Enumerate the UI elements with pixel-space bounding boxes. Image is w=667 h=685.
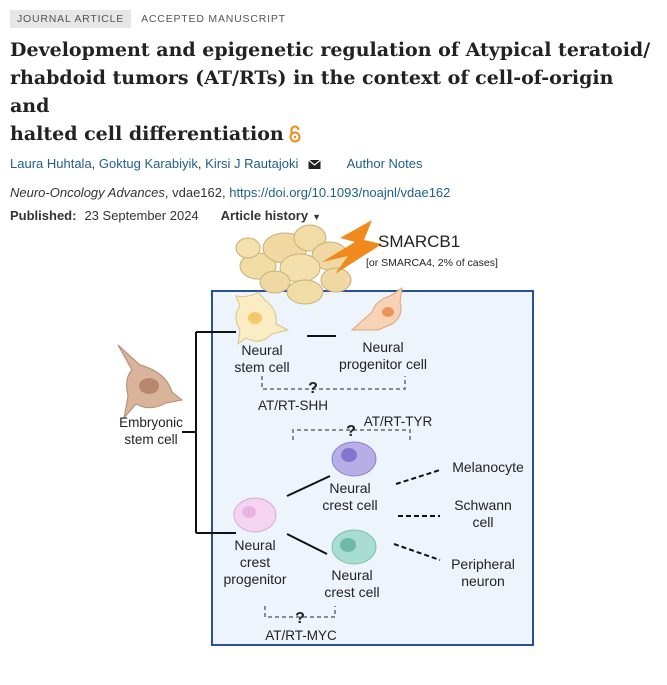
journal-name: Neuro-Oncology Advances [10, 185, 165, 200]
neural-crest-cell-label: crest cell [322, 497, 377, 513]
citation: Neuro-Oncology Advances, vdae162, https:… [10, 185, 655, 200]
graphical-abstract: SMARCB1 [or SMARCA4, 2% of cases] Embryo… [0, 200, 667, 680]
neural-crest-cell-label: Neural [329, 480, 370, 496]
melanocyte-label: Melanocyte [452, 459, 524, 475]
neural-crest-progenitor-label: crest [240, 554, 270, 570]
group-myc-label: AT/RT-MYC [265, 628, 337, 643]
author-link[interactable]: Kirsi J Rautajoki [205, 156, 299, 171]
schwann-cell-label: cell [472, 514, 493, 530]
chromatin-illustration [235, 224, 352, 305]
article-title: Development and epigenetic regulation of… [10, 36, 655, 148]
schwann-cell-label: Schwann [454, 497, 512, 513]
neural-stem-cell-illustration [235, 291, 290, 346]
caret-down-icon: ▼ [312, 212, 321, 222]
neural-progenitor-cell-illustration [350, 286, 403, 331]
doi-link[interactable]: https://doi.org/10.1093/noajnl/vdae162 [229, 185, 451, 200]
article-history-label: Article history [220, 208, 309, 223]
question-mark-icon: ? [308, 380, 318, 397]
published-date: 23 September 2024 [84, 208, 199, 223]
differentiation-dashed-line [393, 543, 441, 561]
title-line: rhabdoid tumors (AT/RTs) in the context … [10, 67, 614, 117]
author-separator: , [91, 156, 96, 171]
lightning-icon [322, 220, 382, 274]
question-mark-icon: ? [346, 423, 356, 440]
neural-progenitor-cell-label: Neural [362, 339, 403, 355]
journal-article-tag: JOURNAL ARTICLE [10, 10, 132, 28]
author-list: Laura Huhtala, Goktug Karabiyik, Kirsi J… [10, 156, 655, 173]
peripheral-neuron-label: neuron [461, 573, 505, 589]
neural-crest-cell-label: Neural [331, 567, 372, 583]
publication-info: Published: 23 September 2024 Article his… [10, 208, 655, 223]
author-notes-link[interactable]: Author Notes [346, 156, 423, 171]
neural-crest-cell-teal-illustration [331, 529, 377, 565]
embryonic-stem-cell-label: Embryonic [119, 415, 183, 430]
neural-crest-progenitor-label: Neural [234, 537, 275, 553]
published-label: Published: [10, 208, 77, 223]
author-link[interactable]: Goktug Karabiyik [98, 156, 198, 171]
article-tags: JOURNAL ARTICLE ACCEPTED MANUSCRIPT [10, 10, 655, 28]
author-separator: , [197, 156, 202, 171]
neural-stem-cell-label: stem cell [234, 359, 289, 375]
title-line: Development and epigenetic regulation of… [10, 39, 651, 61]
myc-dashed-bracket [264, 606, 336, 618]
group-tyr-label: AT/RT-TYR [364, 414, 433, 429]
connector-line [286, 533, 328, 555]
author-link[interactable]: Laura Huhtala [10, 156, 92, 171]
accepted-manuscript-tag: ACCEPTED MANUSCRIPT [141, 13, 286, 25]
figure-canvas: SMARCB1 [or SMARCA4, 2% of cases] Embryo… [117, 220, 534, 646]
connector-line [286, 475, 331, 497]
article-header: JOURNAL ARTICLE ACCEPTED MANUSCRIPT Deve… [10, 10, 655, 223]
neural-crest-progenitor-label: progenitor [223, 571, 286, 587]
neural-crest-cell-purple-illustration [331, 441, 377, 477]
group-shh-label: AT/RT-SHH [258, 398, 328, 413]
neural-stem-cell-label: Neural [241, 342, 282, 358]
volume-id: , vdae162, [164, 185, 230, 200]
gene-note: [or SMARCA4, 2% of cases] [366, 257, 498, 269]
embryonic-stem-cell-label: stem cell [124, 432, 177, 447]
gene-label: SMARCB1 [378, 232, 460, 251]
neural-progenitor-cell-label: progenitor cell [339, 356, 427, 372]
article-history-toggle[interactable]: Article history▼ [221, 208, 321, 223]
peripheral-neuron-label: Peripheral [451, 556, 515, 572]
title-line: halted cell differentiation [10, 120, 655, 148]
title-line-text: halted cell differentiation [10, 123, 284, 145]
embryonic-stem-cell-illustration [117, 344, 184, 420]
question-mark-icon: ? [295, 610, 305, 627]
shh-dashed-bracket [261, 376, 406, 390]
neural-crest-cell-label: crest cell [324, 584, 379, 600]
mail-icon[interactable] [308, 158, 321, 173]
open-access-icon [288, 123, 302, 143]
neural-crest-progenitor-illustration [233, 497, 277, 533]
